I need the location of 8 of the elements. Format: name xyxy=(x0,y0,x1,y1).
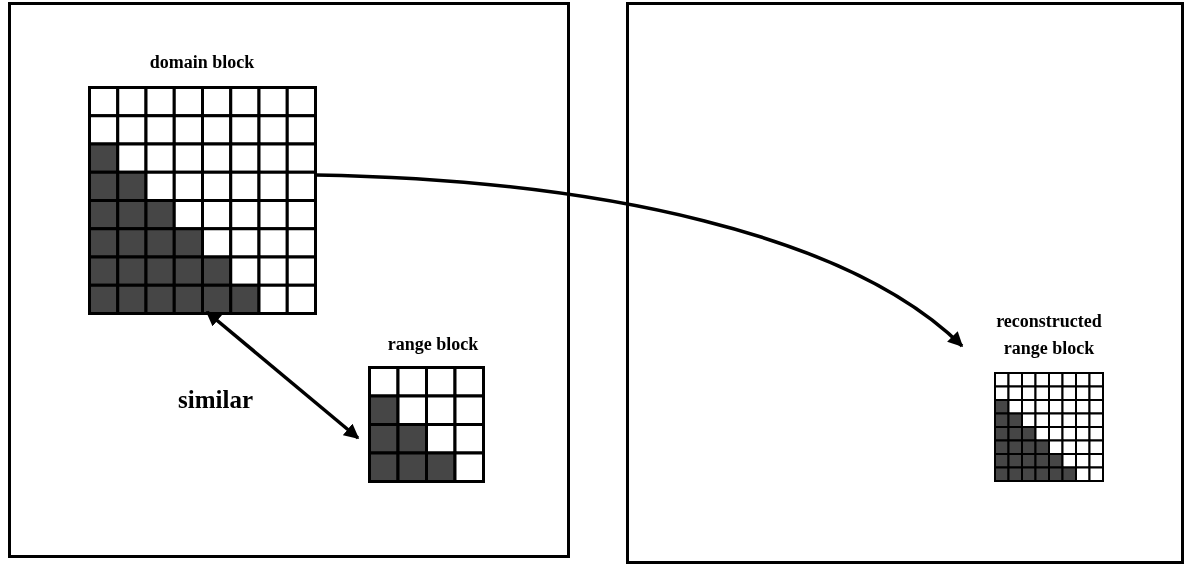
block-label: range block xyxy=(386,333,480,356)
panel xyxy=(8,2,570,558)
curved-arrow xyxy=(315,173,964,348)
panel xyxy=(626,2,1184,564)
edge-label: similar xyxy=(178,386,253,414)
double-arrow xyxy=(205,310,360,440)
block-label: domain block xyxy=(148,51,256,74)
block-label: reconstructed range block xyxy=(995,310,1103,360)
